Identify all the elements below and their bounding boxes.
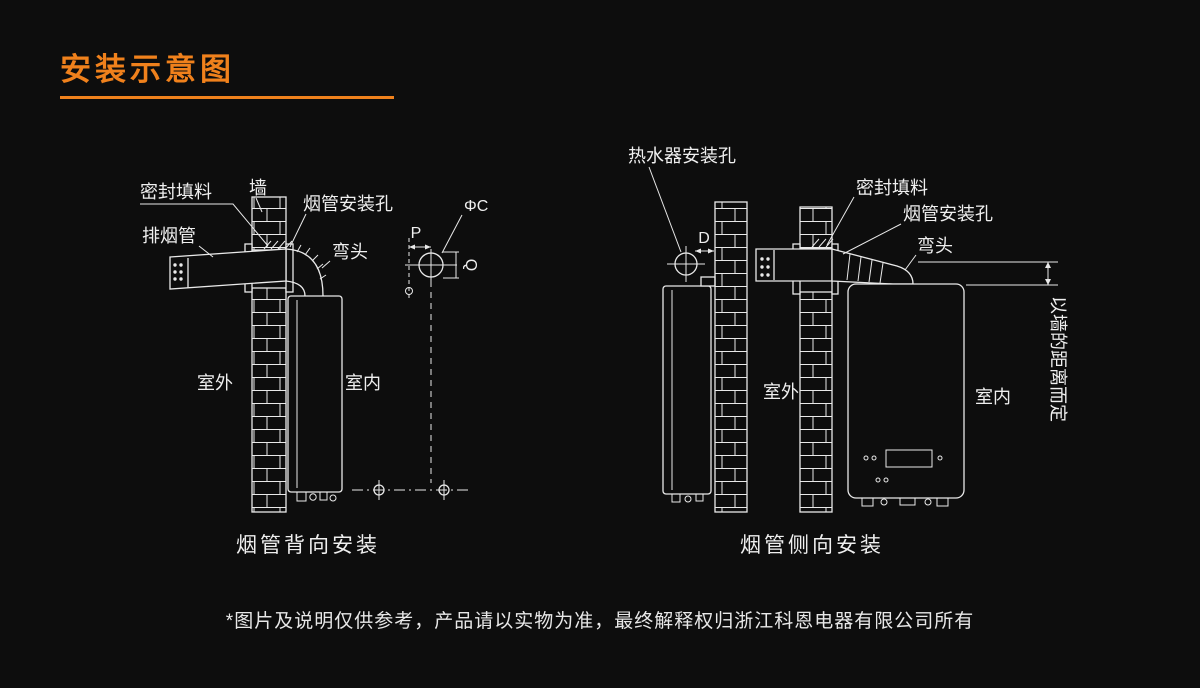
leader-phi-c — [441, 214, 463, 254]
elbow-corrugation — [296, 244, 327, 280]
mounting-tab — [700, 276, 716, 287]
heater-side-view — [287, 295, 343, 493]
heater-side-right-bottom-fittings — [671, 493, 704, 503]
pipe-end-holes — [173, 263, 183, 281]
left-flange-indoor — [285, 243, 294, 293]
elbow-inner — [285, 280, 306, 297]
label-wall: 墙 — [249, 178, 267, 198]
small-reference-hole — [405, 287, 413, 295]
elbow-outer — [285, 248, 324, 297]
label-flue-hole-right: 烟管安装孔 — [903, 204, 993, 224]
left-caption: 烟管背向安装 — [236, 534, 380, 557]
label-d: D — [698, 230, 710, 247]
leader-sealing-left — [140, 203, 269, 247]
label-exhaust-pipe: 排烟管 — [142, 226, 196, 246]
title-underline — [60, 96, 394, 99]
label-sealing-right: 密封填料 — [856, 178, 928, 198]
label-flue-hole-left: 烟管安装孔 — [303, 194, 393, 214]
label-p: P — [411, 225, 422, 242]
leader-flue-hole-left — [289, 213, 307, 248]
right-wall-2-lower — [799, 291, 833, 513]
heater-display — [885, 449, 933, 468]
label-elbow-right: 弯头 — [917, 236, 953, 256]
right-wall-1 — [714, 201, 748, 513]
page-title: 安装示意图 — [60, 52, 235, 87]
slanted-duct — [831, 248, 914, 285]
left-wall-lower — [251, 287, 287, 513]
right-diagram: 热水器安装孔 D — [628, 146, 1068, 557]
right-caption: 烟管侧向安装 — [740, 534, 884, 557]
label-q: Q — [462, 259, 479, 271]
leader-exhaust-pipe — [198, 245, 214, 258]
leader-elbow-left — [321, 260, 331, 269]
heater-side-view-right — [662, 285, 712, 495]
label-heater-hole: 热水器安装孔 — [628, 146, 736, 166]
leader-sealing-right — [826, 196, 855, 246]
label-outdoor-left: 室外 — [197, 373, 233, 393]
heater-front-view — [847, 283, 965, 499]
left-diagram: 密封填料 墙 烟管安装孔 排烟管 弯头 室外 室内 烟管背向安装 — [140, 178, 393, 557]
label-wall-distance: 以墙的距离而定 — [1048, 296, 1068, 422]
left-wall-upper — [251, 196, 287, 251]
label-indoor-right: 室内 — [975, 387, 1011, 407]
right-sealing-hatch — [811, 238, 834, 248]
left-dimension-detail: ΦC P Q — [352, 198, 488, 500]
footer-note: *图片及说明仅供参考，产品请以实物为准，最终解释权归浙江科恩电器有限公司所有 — [225, 611, 975, 632]
heater-front-controls — [863, 455, 943, 483]
label-sealing-left: 密封填料 — [140, 182, 212, 202]
heater-side-bottom-fittings — [296, 491, 337, 502]
right-pipe-end-holes — [760, 257, 770, 277]
label-indoor-left: 室内 — [345, 373, 381, 393]
leader-wall — [255, 197, 263, 213]
heater-front-bottom-fittings — [861, 497, 949, 507]
leader-flue-hole-right — [842, 223, 902, 255]
duct-corrugation — [846, 253, 884, 284]
leader-elbow-right — [904, 254, 917, 271]
label-elbow-left: 弯头 — [332, 242, 368, 262]
label-outdoor-right: 室外 — [763, 382, 799, 402]
leader-heater-hole — [648, 166, 682, 253]
label-phi-c: ΦC — [464, 198, 488, 215]
right-wall-2-upper — [799, 206, 833, 249]
